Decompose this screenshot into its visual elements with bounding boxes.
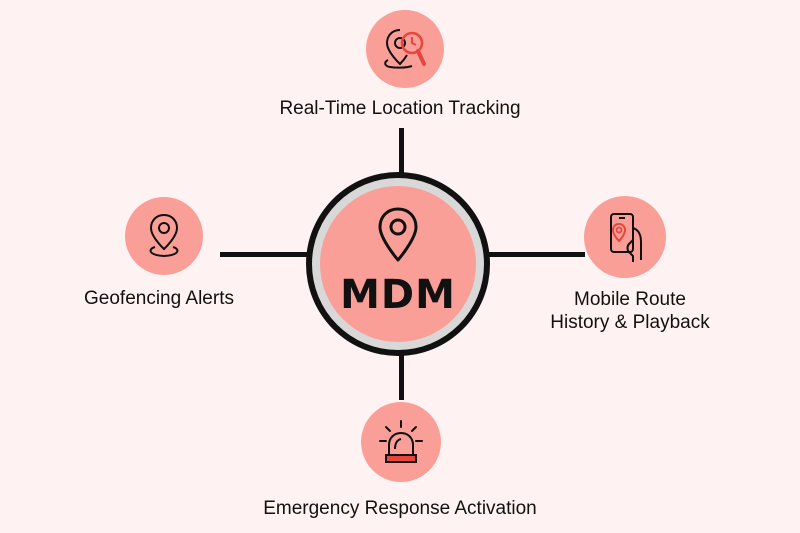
alarm-siren-icon [379,420,423,463]
label-mobile-route-line1: Mobile Route [574,289,686,310]
location-pin-icon [378,207,418,262]
hub-core [320,186,476,342]
connector-top [399,128,404,174]
location-search-icon [384,29,426,69]
phone-location-icon [610,213,642,262]
node-geofencing-alerts [125,197,203,275]
node-mobile-route-history [584,196,666,278]
connector-right [489,252,585,257]
node-emergency-response [361,402,441,482]
label-emergency-response-activation: Emergency Response Activation [263,498,537,519]
connector-left [220,252,308,257]
label-real-time-location-tracking: Real-Time Location Tracking [279,98,521,119]
connector-bottom [399,354,404,400]
label-geofencing-alerts: Geofencing Alerts [84,288,234,309]
node-real-time-location-tracking [366,10,444,88]
hub-label: MDM [340,272,456,318]
location-pin-icon [149,213,179,258]
label-mobile-route-line2: History & Playback [550,312,710,333]
